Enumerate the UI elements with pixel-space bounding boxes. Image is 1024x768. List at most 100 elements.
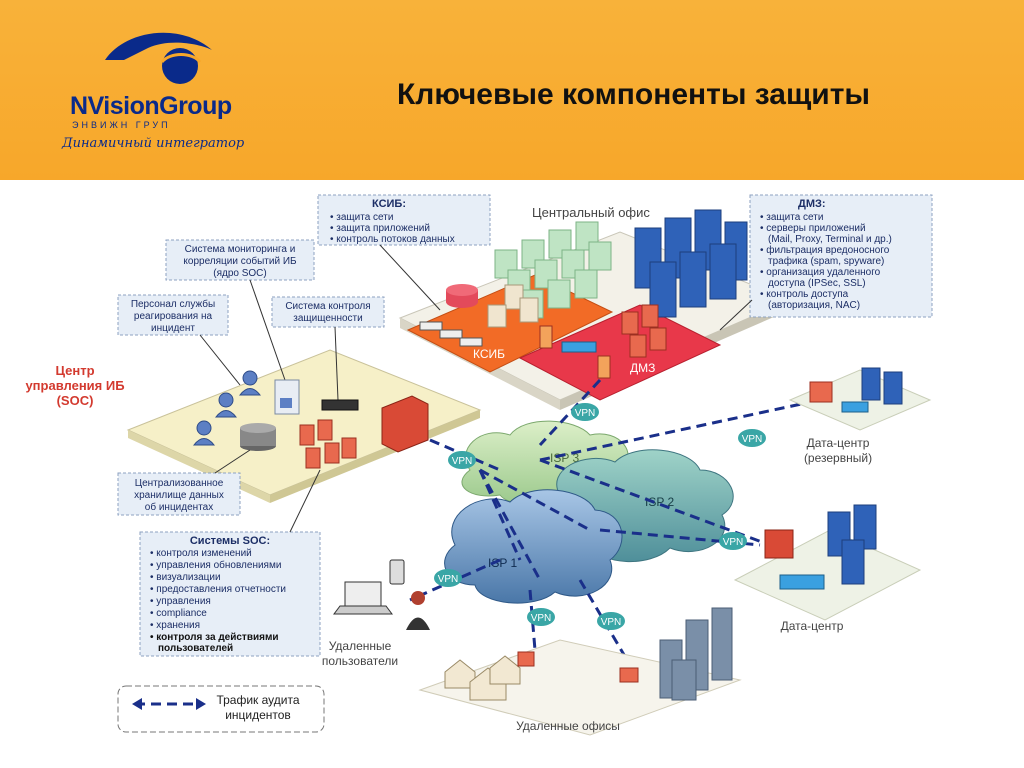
soc-systems-title: Системы SOC:: [190, 535, 270, 547]
dmz-item: серверы приложений: [766, 223, 865, 234]
soc-center-label: Центр управления ИБ (SOC): [25, 363, 124, 408]
dmz-box-title: ДМЗ:: [798, 198, 826, 210]
reserve-server-icon: [883, 371, 903, 405]
vpn-label: VPN: [723, 537, 744, 548]
reserve-server-icon: [861, 367, 881, 401]
svg-text:• контроля изменений: • контроля изменений: [150, 548, 252, 559]
dmz-info-box: ДМЗ: • защита сети • серверы приложений …: [719, 194, 933, 331]
nvision-eye-icon: [105, 32, 212, 84]
remote-users-label: пользователи: [322, 654, 398, 668]
soc-system-item: хранения: [156, 620, 200, 631]
monitoring-info-box: Система мониторинга и корреляции событий…: [165, 239, 315, 381]
svg-text:• compliance: • compliance: [150, 608, 207, 619]
vpn-label: VPN: [575, 408, 596, 419]
storage-line: Централизованное: [135, 478, 224, 489]
reserve-dc-label: (резервный): [804, 451, 872, 465]
svg-text:• серверы приложений: • серверы приложений: [760, 223, 866, 234]
svg-text:• защита приложений: • защита приложений: [330, 223, 430, 234]
storage-line: хранилище данных: [134, 490, 224, 501]
remote-offices-platform: Удаленные офисы: [418, 607, 742, 736]
dmz-item: (Mail, Proxy, Terminal и др.): [768, 234, 892, 245]
ksib-zone-label: КСИБ: [473, 347, 505, 361]
vpn-label: VPN: [452, 456, 473, 467]
vpn-label: VPN: [601, 617, 622, 628]
soc-system-item: compliance: [156, 608, 207, 619]
control-line: Система контроля: [285, 301, 370, 312]
remote-offices-label: Удаленные офисы: [516, 719, 620, 733]
svg-text:• предоставления отчетности: • предоставления отчетности: [150, 584, 286, 595]
building-icon: [659, 607, 733, 701]
soc-system-item: предоставления отчетности: [156, 584, 286, 595]
ksib-box-title: КСИБ:: [372, 198, 406, 210]
dmz-item: организация удаленного: [766, 267, 880, 278]
soc-system-item: контроля изменений: [156, 548, 251, 559]
datacenter-platform: Дата-центр: [733, 504, 922, 633]
soc-system-item-bold: пользователей: [158, 643, 233, 654]
ksib-devices-icon: [419, 284, 539, 347]
page-title: Ключевые компоненты защиты: [397, 78, 871, 111]
header-banner: NVisionGroup ЭНВИЖН ГРУП Динамичный инте…: [0, 0, 1024, 180]
isp1-label: ISP 1: [488, 556, 517, 570]
svg-text:(SOC): (SOC): [57, 393, 94, 408]
office-firewall-icon: [619, 667, 639, 683]
storage-line: об инцидентах: [145, 501, 213, 513]
soc-systems-box: Системы SOC: • контроля изменений • упра…: [139, 469, 321, 657]
remote-users-group: Удаленные пользователи: [322, 559, 430, 668]
storage-info-box: Централизованное хранилище данных об инц…: [117, 449, 251, 516]
office-firewall-icon: [517, 651, 535, 667]
monitoring-server-icon: [274, 379, 300, 415]
svg-text:• визуализации: • визуализации: [150, 572, 221, 583]
soc-system-item-bold: контроля за действиями: [156, 632, 278, 643]
dc-server-icon: [841, 539, 865, 585]
pda-icon: [389, 559, 405, 585]
soc-system-item: управления обновлениями: [156, 559, 281, 571]
ksib-info-box: КСИБ: • защита сети • защита приложений …: [317, 194, 491, 311]
network-diagram: Центральный офис КСИБ ДМЗ КСИБ: • защита…: [25, 194, 933, 736]
laptop-icon: [344, 581, 382, 607]
dmz-item: контроль доступа: [766, 289, 848, 300]
logo-wordmark: NVisionGroup: [70, 92, 232, 120]
dmz-item: фильтрация вредоносного: [766, 244, 889, 256]
svg-text:• контроль потоков данных: • контроль потоков данных: [330, 234, 455, 245]
dc-firewall-icon: [764, 529, 794, 559]
dmz-zone-label: ДМЗ: [630, 361, 655, 375]
svg-text:• хранения: • хранения: [150, 620, 200, 631]
soc-gateway-firewall-icon: [381, 395, 429, 453]
vpn-label: VPN: [742, 434, 763, 445]
ksib-item: контроль потоков данных: [336, 234, 454, 245]
isp1-cloud: ISP 1: [444, 489, 623, 604]
legend-box: Трафик аудита инцидентов: [117, 685, 325, 733]
house-icon: [444, 655, 521, 701]
personnel-line: инцидент: [151, 323, 195, 334]
ksib-item: защита сети: [336, 212, 393, 223]
dc-label: Дата-центр: [781, 619, 844, 633]
dc-server-icon: [853, 504, 877, 550]
dmz-switch-icon: [561, 341, 597, 353]
dmz-item: трафика (spam, spyware): [768, 255, 884, 267]
svg-text:• управления обновлениями: • управления обновлениями: [150, 559, 281, 571]
dmz-zone: [518, 304, 722, 401]
svg-text:• контроль доступа: • контроль доступа: [760, 289, 849, 300]
dmz-item: (авторизация, NAC): [768, 300, 860, 311]
svg-text:Центр: Центр: [55, 363, 94, 378]
reserve-switch-icon: [841, 401, 869, 413]
remote-users-label: Удаленные: [329, 639, 392, 653]
personnel-info-box: Персонал службы реагирования на инцидент: [117, 294, 241, 386]
soc-firewall-icon: [299, 419, 357, 469]
soc-system-item: управления: [156, 596, 211, 607]
svg-text:• управления: • управления: [150, 596, 211, 607]
logo-slogan: Динамичный интегратор: [62, 136, 245, 151]
svg-text:• контроля за действиями: • контроля за действиями: [150, 632, 279, 643]
monitoring-line: Система мониторинга и: [185, 244, 296, 255]
control-line: защищенности: [293, 313, 362, 324]
dmz-firewall-icon: [539, 304, 667, 379]
vpn-label: VPN: [438, 574, 459, 585]
dmz-item: защита сети: [766, 212, 823, 223]
storage-database-icon: [240, 423, 276, 451]
reserve-dc-label: Дата-центр: [807, 436, 870, 450]
svg-text:• защита сети: • защита сети: [330, 212, 393, 223]
reserve-firewall-icon: [809, 381, 833, 403]
svg-text:управления ИБ: управления ИБ: [25, 378, 124, 393]
legend-label: Трафик аудита: [216, 693, 299, 707]
vpn-label: VPN: [531, 613, 552, 624]
